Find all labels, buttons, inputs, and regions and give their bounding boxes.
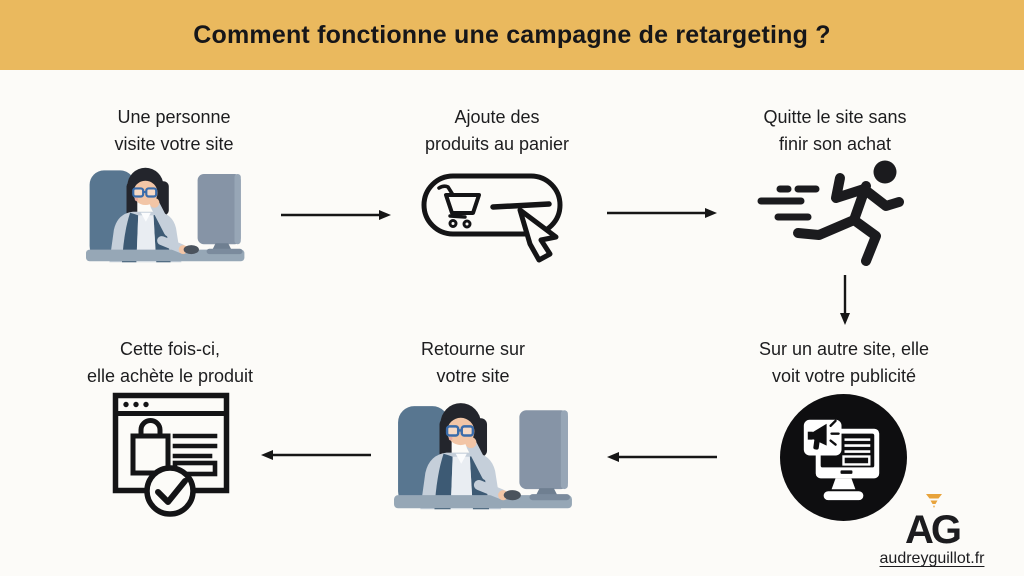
arrow-step4-to-step5 <box>606 448 718 471</box>
arrow-step2-to-step3 <box>606 204 718 227</box>
woman-at-computer-illustration <box>86 156 248 269</box>
woman-at-computer-illustration <box>394 390 576 516</box>
ag-logo: AG <box>897 493 967 549</box>
checkout-success-icon <box>112 392 232 520</box>
header-banner: Comment fonctionne une campagne de retar… <box>0 0 1024 70</box>
logo-text: AG <box>905 508 960 549</box>
step-1-caption: Une personne visite votre site <box>114 107 234 154</box>
cart-add-click-icon <box>419 166 571 266</box>
ad-on-screen-icon <box>779 393 908 522</box>
arrow-step1-to-step2 <box>280 206 392 229</box>
step-5-caption: Retourne sur votre site <box>420 339 526 386</box>
step-6-caption: Cette fois-ci, elle achète le produit <box>86 339 254 386</box>
step-3-caption: Quitte le site sans finir son achat <box>763 107 907 154</box>
brand-footer: AG audreyguillot.fr <box>862 493 1002 568</box>
arrow-step3-to-step4 <box>836 274 854 331</box>
running-person-icon <box>756 155 914 270</box>
arrow-step5-to-step6 <box>260 446 372 469</box>
page-title: Comment fonctionne une campagne de retar… <box>193 20 831 49</box>
funnel-icon <box>926 494 942 499</box>
step-2-caption: Ajoute des produits au panier <box>424 107 570 154</box>
website-link[interactable]: audreyguillot.fr <box>879 550 985 567</box>
step-4-caption: Sur un autre site, elle voit votre publi… <box>758 339 930 386</box>
